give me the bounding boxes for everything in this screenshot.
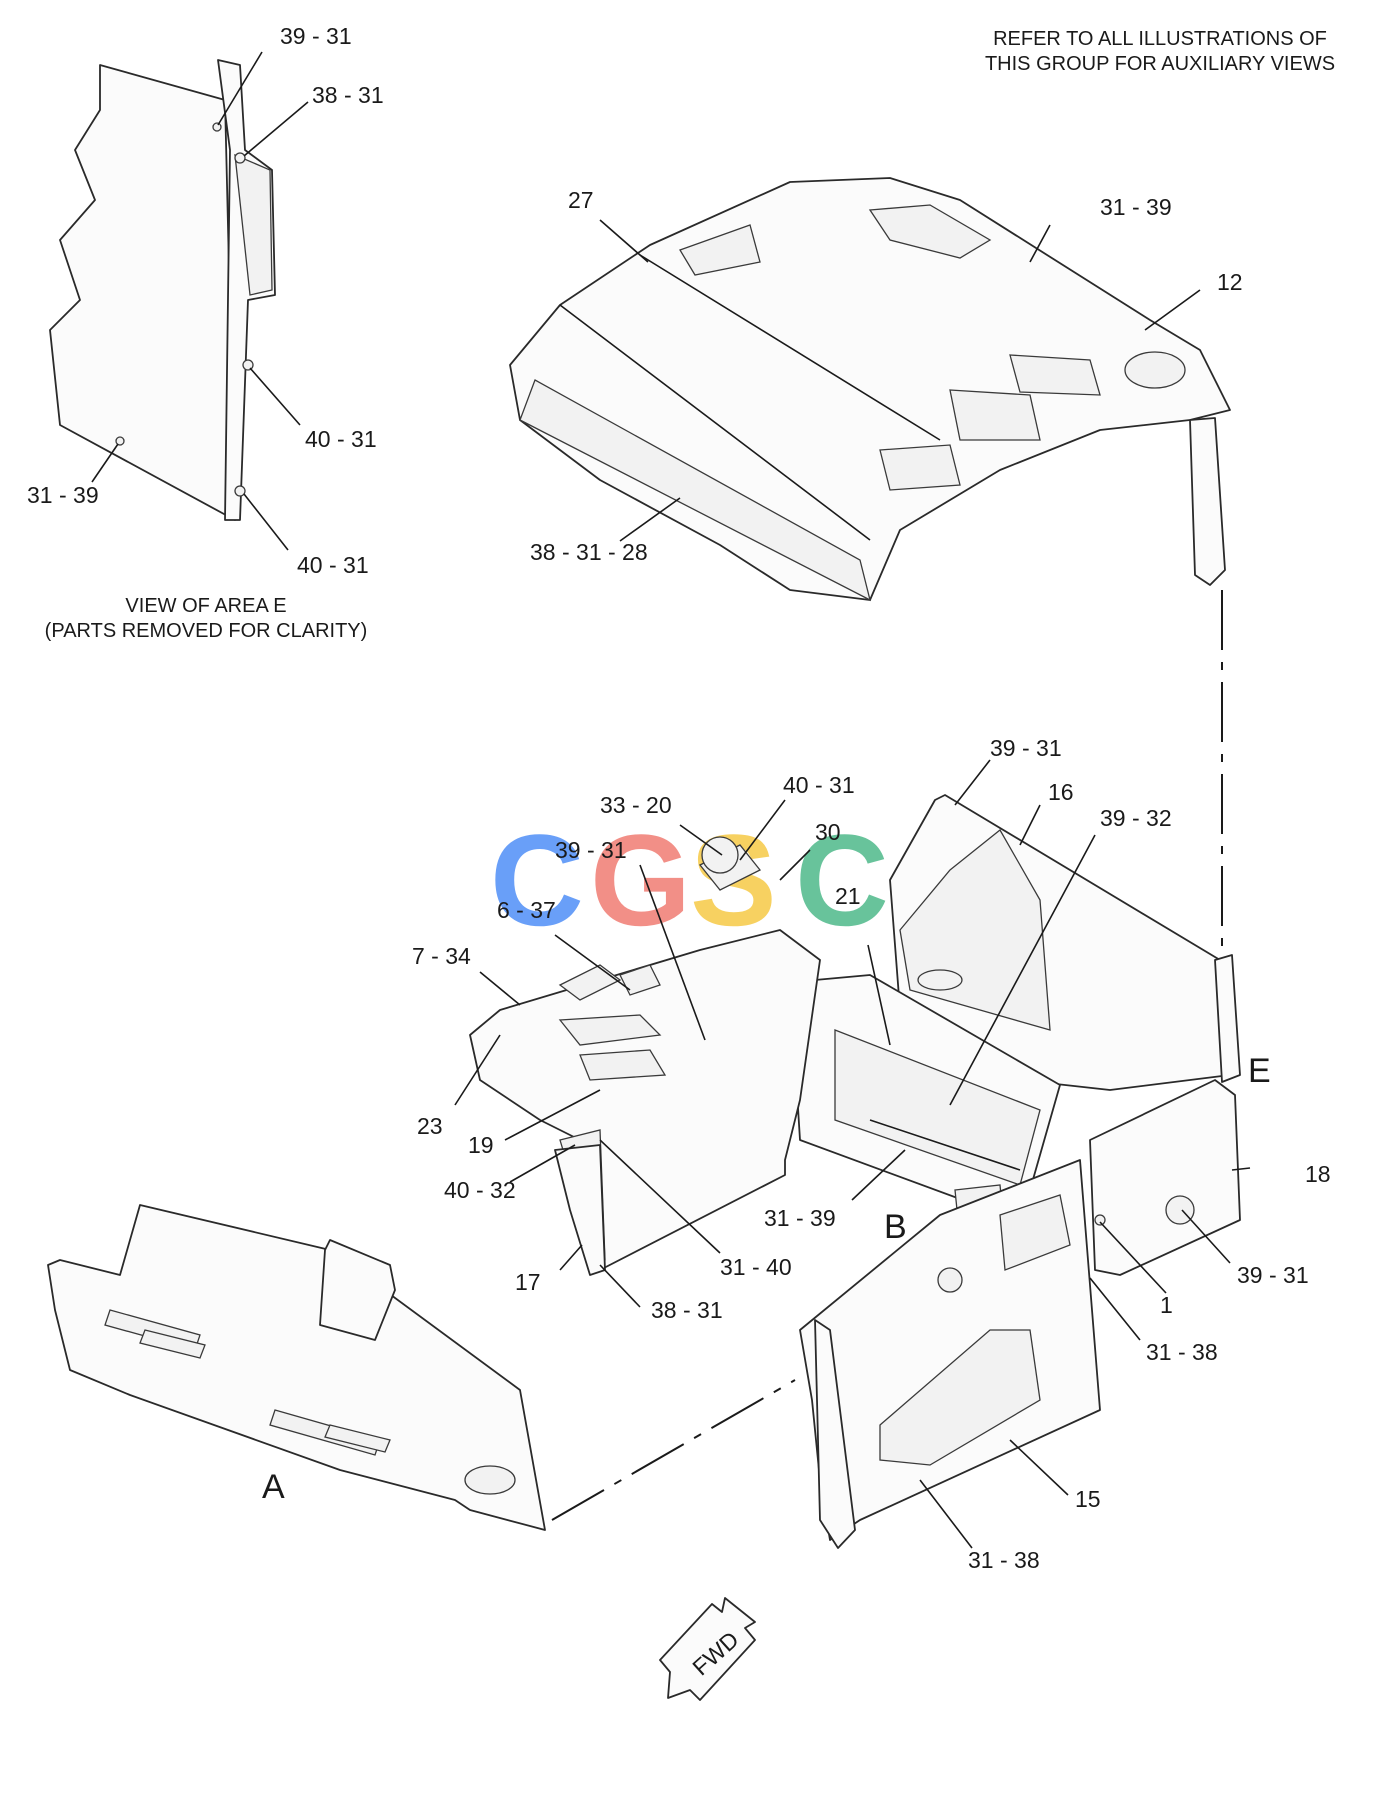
callout-label: 1 [1160, 1292, 1173, 1318]
area-letter-e: E [1248, 1052, 1271, 1090]
fastener-40-31-detail-a [242, 359, 254, 371]
connector-a-to-panel-15 [551, 1379, 796, 1521]
callout-label: 7 - 34 [412, 943, 471, 969]
fastener-38-31-detail [234, 152, 246, 164]
callout-label: 16 [1048, 779, 1074, 805]
watermark-letter-g: G [590, 807, 691, 953]
cgsc-watermark: C G S C [490, 807, 889, 953]
callout-label: 39 - 31 [280, 23, 352, 49]
callout-label: 40 - 31 [297, 552, 369, 578]
callout-label: 40 - 31 [783, 772, 855, 798]
callout-label: 31 - 39 [1100, 194, 1172, 220]
fastener-31-39-detail [115, 436, 125, 446]
callout-label: 39 - 32 [1100, 805, 1172, 831]
view-note-line1: VIEW OF AREA E [125, 595, 286, 617]
callout-label: 31 - 40 [720, 1254, 792, 1280]
callout-label: 31 - 39 [764, 1205, 836, 1231]
callout-label: 19 [468, 1132, 494, 1158]
callout-label: 15 [1075, 1486, 1101, 1512]
header-note-line2: THIS GROUP FOR AUXILIARY VIEWS [985, 53, 1335, 75]
callout-label: 39 - 31 [1237, 1262, 1309, 1288]
roof-headliner: 27 31 - 39 12 38 - 31 - 28 [509, 177, 1243, 602]
callout-label: 33 - 20 [600, 792, 672, 818]
view-note-line2: (PARTS REMOVED FOR CLARITY) [45, 620, 368, 642]
callout-label: 17 [515, 1269, 541, 1295]
area-letter-b: B [884, 1208, 907, 1246]
callout-label: 40 - 32 [444, 1177, 516, 1203]
center-trim-assembly: 39 - 31 16 39 - 32 40 - 31 30 33 - 20 39… [412, 735, 1231, 1323]
callout-label: 30 [815, 819, 841, 845]
callout-label: 21 [835, 883, 861, 909]
watermark-letter-c1: C [490, 807, 584, 953]
callout-label: 38 - 31 - 28 [530, 539, 648, 565]
watermark-letter-c2: C [795, 807, 889, 953]
callout-label: 38 - 31 [651, 1297, 723, 1323]
fastener-39-31-detail [212, 122, 222, 132]
callout-label: 38 - 31 [312, 82, 384, 108]
header-note-line1: REFER TO ALL ILLUSTRATIONS OF [993, 28, 1327, 50]
callout-label: 23 [417, 1113, 443, 1139]
area-letter-a: A [262, 1468, 285, 1506]
forward-direction-arrow: FWD [659, 1597, 756, 1701]
callout-label: 12 [1217, 269, 1243, 295]
right-side-panels: E 18 39 - 31 1 31 - 38 15 31 - 38 [799, 954, 1331, 1573]
front-dash-panel-a: A [47, 1204, 546, 1531]
callout-label: 18 [1305, 1161, 1331, 1187]
callout-label: 27 [568, 187, 594, 213]
area-e-detail-view: 39 - 31 38 - 31 40 - 31 31 - 39 40 - 31 … [27, 23, 384, 642]
callout-label: 31 - 39 [27, 482, 99, 508]
callout-label: 6 - 37 [497, 897, 556, 923]
callout-label: 39 - 31 [990, 735, 1062, 761]
callout-label: 39 - 31 [555, 837, 627, 863]
callout-label: 40 - 31 [305, 426, 377, 452]
fastener-40-31-detail-b [234, 485, 246, 497]
callout-label: 31 - 38 [968, 1547, 1040, 1573]
callout-label: 31 - 38 [1146, 1339, 1218, 1365]
